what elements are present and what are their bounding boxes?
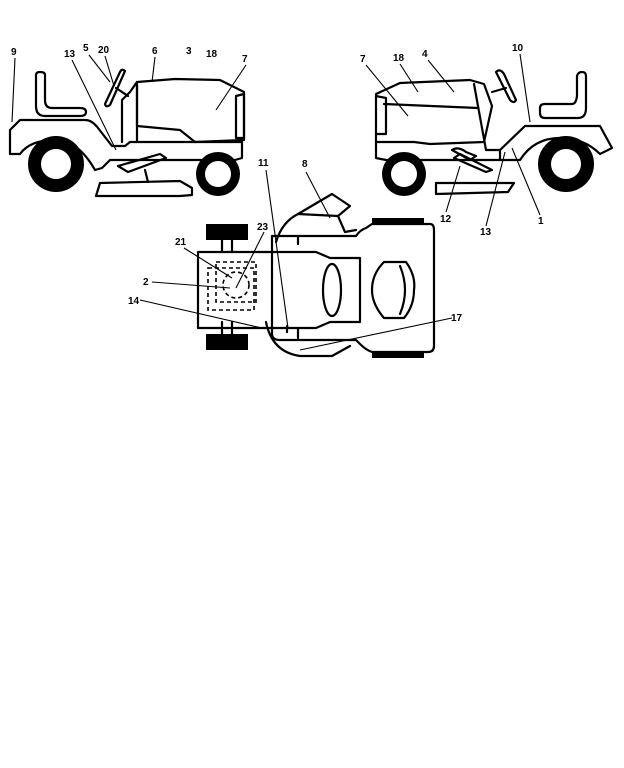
labels-top: 11 8 23 21 2 14 17 <box>128 158 463 324</box>
callout-13: 13 <box>64 49 76 60</box>
callout-3: 3 <box>186 46 192 57</box>
tractor-right-side-view <box>365 53 614 227</box>
callout-18: 18 <box>206 49 218 60</box>
labels-left: 9 13 5 20 6 3 18 7 <box>11 43 248 65</box>
callout-7: 7 <box>360 54 366 65</box>
callout-23: 23 <box>257 222 269 233</box>
callout-1: 1 <box>538 216 544 227</box>
callout-14: 14 <box>128 296 140 307</box>
callout-20: 20 <box>98 45 110 56</box>
callout-7: 7 <box>242 54 248 65</box>
callout-18: 18 <box>393 53 405 64</box>
labels-right: 7 18 4 10 12 13 1 <box>360 43 544 238</box>
callout-6: 6 <box>152 46 158 57</box>
callout-8: 8 <box>302 159 308 170</box>
callout-17: 17 <box>451 313 463 324</box>
callout-2: 2 <box>143 277 149 288</box>
tractor-left-side-view <box>8 54 247 198</box>
callout-12: 12 <box>440 214 452 225</box>
callout-10: 10 <box>512 43 524 54</box>
callout-9: 9 <box>11 47 17 58</box>
callout-5: 5 <box>83 43 89 54</box>
tractor-top-view <box>139 169 453 358</box>
callout-21: 21 <box>175 237 187 248</box>
callout-13: 13 <box>480 227 492 238</box>
callout-4: 4 <box>422 49 428 60</box>
callout-11: 11 <box>258 158 269 169</box>
